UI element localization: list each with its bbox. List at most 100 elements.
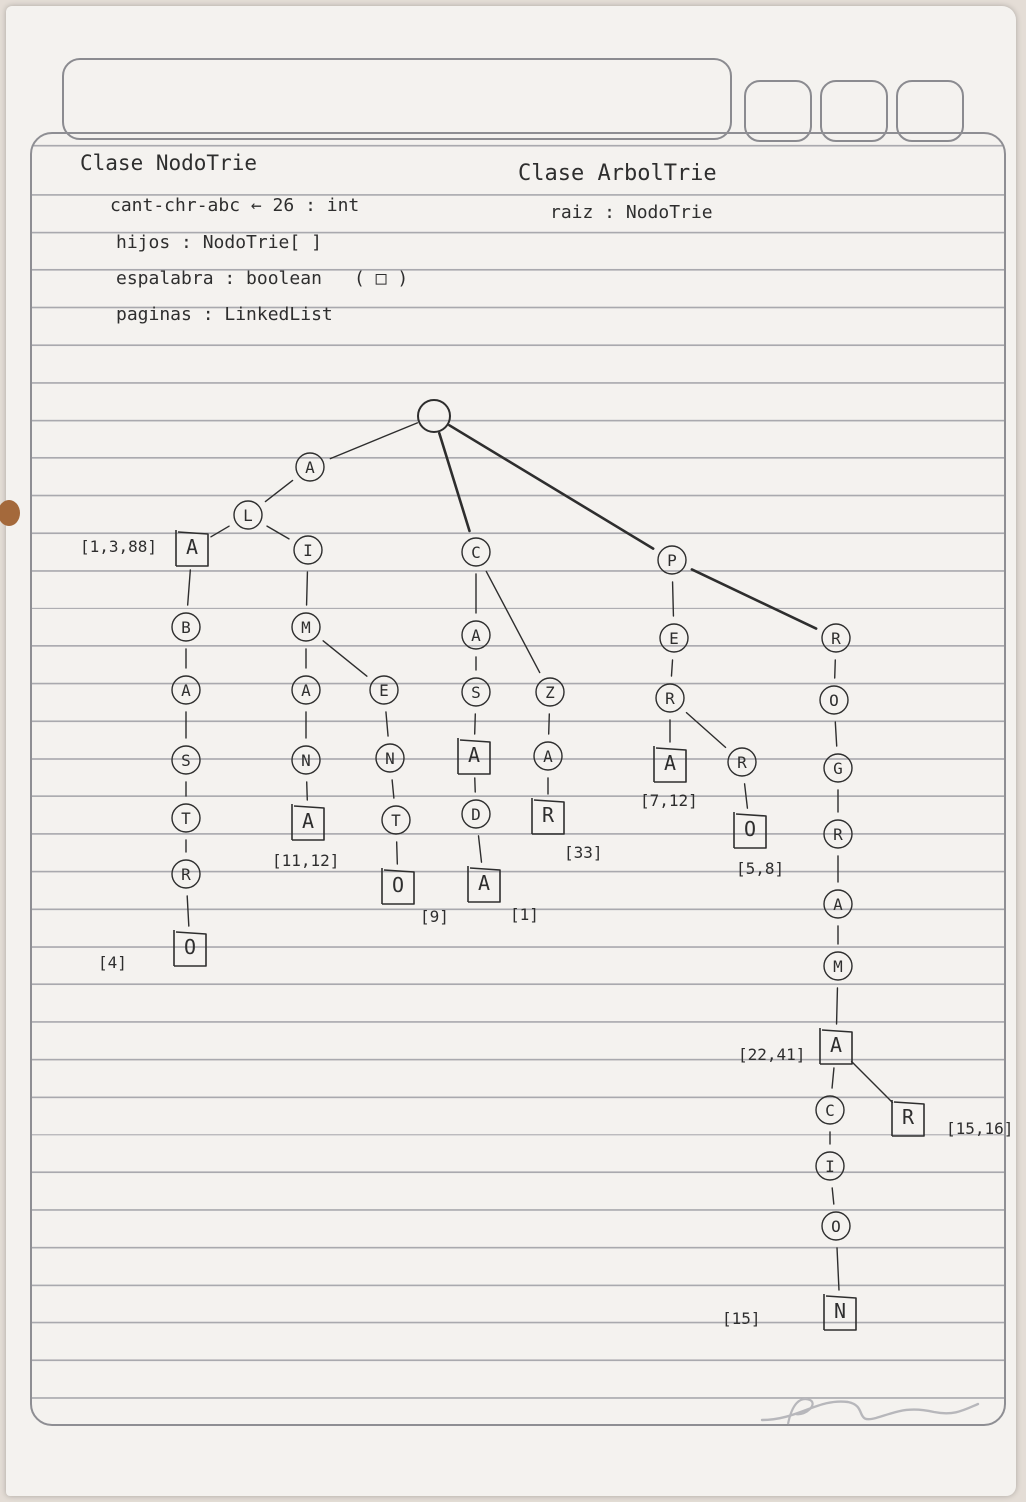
trie-node-a10: A bbox=[653, 746, 687, 783]
trie-node-c2: C bbox=[815, 1095, 845, 1125]
trie-edge-a12-r7 bbox=[850, 1060, 894, 1104]
trie-node-r4: R bbox=[727, 747, 757, 777]
trie-node-letter-r3: R bbox=[665, 689, 675, 708]
trie-node-letter-r1: R bbox=[181, 865, 191, 884]
trie-node-a3: A bbox=[171, 675, 201, 705]
trie-node-letter-a9: A bbox=[543, 747, 553, 766]
trie-node-letter-n1: N bbox=[301, 751, 311, 770]
trie-node-g1: G bbox=[823, 753, 853, 783]
trie-node-letter-a1: A bbox=[305, 458, 315, 477]
trie-node-r3: R bbox=[655, 683, 685, 713]
trie-node-o5: O bbox=[821, 1211, 851, 1241]
trie-node-root bbox=[417, 399, 451, 433]
trie-node-letter-t1: T bbox=[181, 809, 191, 828]
trie-node-letter-o3: O bbox=[744, 817, 756, 841]
class-nodotrie-attr-3: espalabra : boolean bbox=[116, 268, 322, 289]
trie-node-t2: T bbox=[381, 805, 411, 835]
trie-edge-n2-t2 bbox=[391, 779, 395, 799]
trie-pages-label-o1: [4] bbox=[98, 953, 127, 972]
trie-node-letter-r6: R bbox=[833, 825, 843, 844]
trie-node-m2: M bbox=[823, 951, 853, 981]
trie-edge-r4-o3 bbox=[743, 783, 749, 809]
trie-node-letter-b1: B bbox=[181, 618, 191, 637]
trie-node-n3: N bbox=[823, 1294, 857, 1331]
trie-node-letter-a12: A bbox=[830, 1033, 842, 1057]
trie-node-i1: I bbox=[293, 535, 323, 565]
trie-edge-p1-r5 bbox=[690, 568, 818, 630]
trie-edge-a1-l1 bbox=[264, 479, 294, 503]
trie-node-letter-a10: A bbox=[664, 751, 676, 775]
trie-pages-label-a8: [1] bbox=[510, 905, 539, 924]
trie-edge-r5-o4 bbox=[834, 659, 836, 679]
trie-edge-t2-o2 bbox=[395, 841, 399, 865]
class-nodotrie-attr-2: hijos : NodoTrie[ ] bbox=[116, 232, 322, 253]
trie-edge-root-p1 bbox=[448, 424, 655, 550]
trie-node-letter-p1: P bbox=[667, 551, 677, 570]
trie-node-letter-o2: O bbox=[392, 873, 404, 897]
trie-edges bbox=[185, 422, 894, 1291]
trie-pages-label-a10: [7,12] bbox=[640, 791, 698, 810]
trie-node-letter-r7: R bbox=[902, 1105, 915, 1129]
trie-edge-i1-m1 bbox=[305, 571, 309, 606]
trie-node-t1: T bbox=[171, 803, 201, 833]
trie-node-letter-a8: A bbox=[478, 871, 490, 895]
trie-node-letter-a11: A bbox=[833, 895, 843, 914]
trie-edge-p1-e2 bbox=[671, 581, 675, 617]
trie-node-d1: D bbox=[461, 799, 491, 829]
trie-edge-d1-a8 bbox=[477, 835, 483, 863]
trie-node-r2: R bbox=[531, 798, 565, 835]
trie-node-letter-t2: T bbox=[391, 811, 401, 830]
trie-node-letter-l1: L bbox=[243, 506, 253, 525]
trie-edge-l1-i1 bbox=[266, 525, 290, 540]
trie-node-a2: A bbox=[175, 530, 209, 567]
class-arboltrie-attr: raiz : NodoTrie bbox=[550, 202, 713, 223]
trie-node-letter-a3: A bbox=[181, 681, 191, 700]
brand-logo-icon bbox=[760, 1397, 980, 1425]
trie-node-e2: E bbox=[659, 623, 689, 653]
trie-node-n2: N bbox=[375, 743, 405, 773]
trie-pages-label-a12: [22,41] bbox=[738, 1045, 805, 1064]
trie-node-r1: R bbox=[171, 859, 201, 889]
trie-edge-r3-r4 bbox=[685, 711, 727, 749]
trie-node-letter-n2: N bbox=[385, 749, 395, 768]
trie-edge-m1-e1 bbox=[322, 640, 368, 677]
trie-node-letter-r5: R bbox=[831, 629, 841, 648]
trie-edge-c1-z1 bbox=[485, 570, 541, 674]
trie-node-e1: E bbox=[369, 675, 399, 705]
trie-node-letter-i2: I bbox=[825, 1157, 835, 1176]
trie-node-l1: L bbox=[233, 500, 263, 530]
trie-node-letter-g1: G bbox=[833, 759, 843, 778]
trie-node-z1: Z bbox=[535, 677, 565, 707]
trie-node-o3: O bbox=[733, 812, 767, 849]
class-nodotrie-title: Clase NodoTrie bbox=[80, 151, 257, 175]
trie-node-letter-c2: C bbox=[825, 1101, 835, 1120]
class-nodotrie-attr-1: cant-chr-abc ← 26 : int bbox=[110, 195, 359, 216]
class-nodotrie-box-note: ( □ ) bbox=[354, 268, 408, 289]
trie-node-letter-r2: R bbox=[542, 803, 555, 827]
trie-node-a11: A bbox=[823, 889, 853, 919]
class-arboltrie-title: Clase ArbolTrie bbox=[518, 161, 717, 186]
trie-node-a5: A bbox=[291, 804, 325, 841]
trie-node-letter-a5: A bbox=[302, 809, 314, 833]
trie-edge-i2-o5 bbox=[831, 1187, 835, 1205]
class-nodotrie-block: Clase NodoTrie cant-chr-abc ← 26 : int h… bbox=[80, 151, 408, 325]
trie-edge-root-a1 bbox=[329, 422, 419, 460]
trie-node-b1: B bbox=[171, 612, 201, 642]
trie-node-a1: A bbox=[295, 452, 325, 482]
trie-node-letter-a4: A bbox=[301, 681, 311, 700]
trie-edge-o4-g1 bbox=[834, 721, 838, 747]
trie-node-letter-n3: N bbox=[834, 1299, 846, 1323]
trie-edge-o5-n3 bbox=[836, 1247, 840, 1291]
trie-edge-m2-a12 bbox=[835, 987, 839, 1025]
trie-node-letter-e1: E bbox=[379, 681, 389, 700]
trie-node-c1: C bbox=[461, 537, 491, 567]
trie-node-r7: R bbox=[891, 1100, 925, 1137]
class-arboltrie-block: Clase ArbolTrie raiz : NodoTrie bbox=[518, 161, 717, 223]
trie-node-o4: O bbox=[819, 685, 849, 715]
binding-hole-icon bbox=[0, 500, 20, 526]
trie-node-letter-m1: M bbox=[301, 618, 311, 637]
trie-node-letter-a6: A bbox=[471, 626, 481, 645]
trie-edge-a2-b1 bbox=[186, 569, 192, 606]
